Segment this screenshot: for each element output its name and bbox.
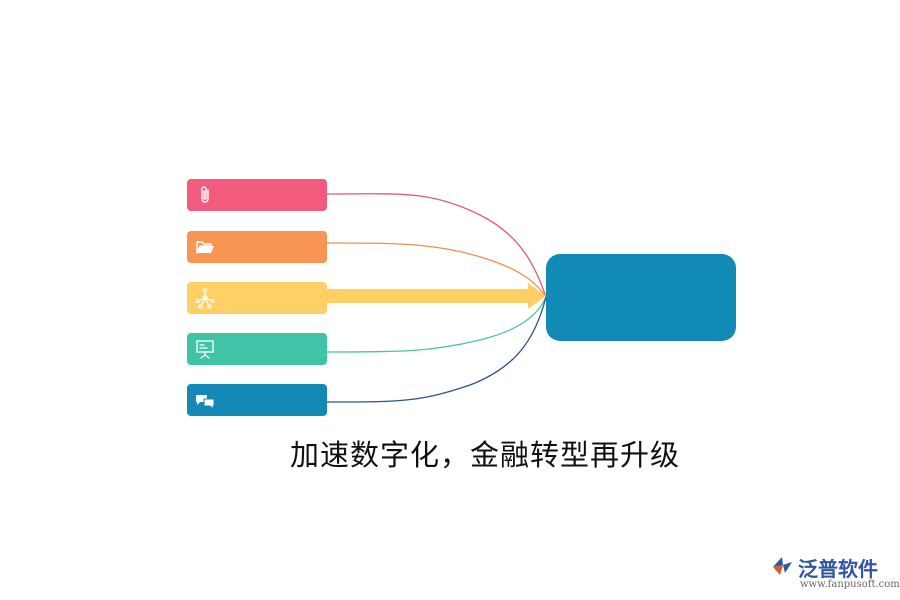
logo-url: www.fanpusoft.com [800,579,900,590]
connector-line-2 [326,242,547,298]
network-icon [194,287,216,309]
node-network[interactable] [187,282,327,314]
logo-mark-icon [773,557,792,575]
connector-line-1 [326,193,547,298]
connector-line-4 [326,296,547,353]
connector-line-5 [326,296,547,403]
node-attachments[interactable] [187,179,327,211]
logo-name: 泛普软件 [798,557,878,581]
presentation-board-icon [194,338,216,360]
node-presentation[interactable] [187,333,327,365]
node-chat[interactable] [187,384,327,416]
node-folder[interactable] [187,231,327,263]
main-arrow [327,283,546,309]
folder-open-icon [194,236,216,258]
hub-node[interactable] [546,254,736,341]
brand-logo[interactable]: 泛普软件 www.fanpusoft.com [770,553,900,595]
paperclip-icon [194,184,216,206]
caption: 加速数字化，金融转型再升级 [289,438,680,472]
chat-bubbles-icon [194,389,216,411]
